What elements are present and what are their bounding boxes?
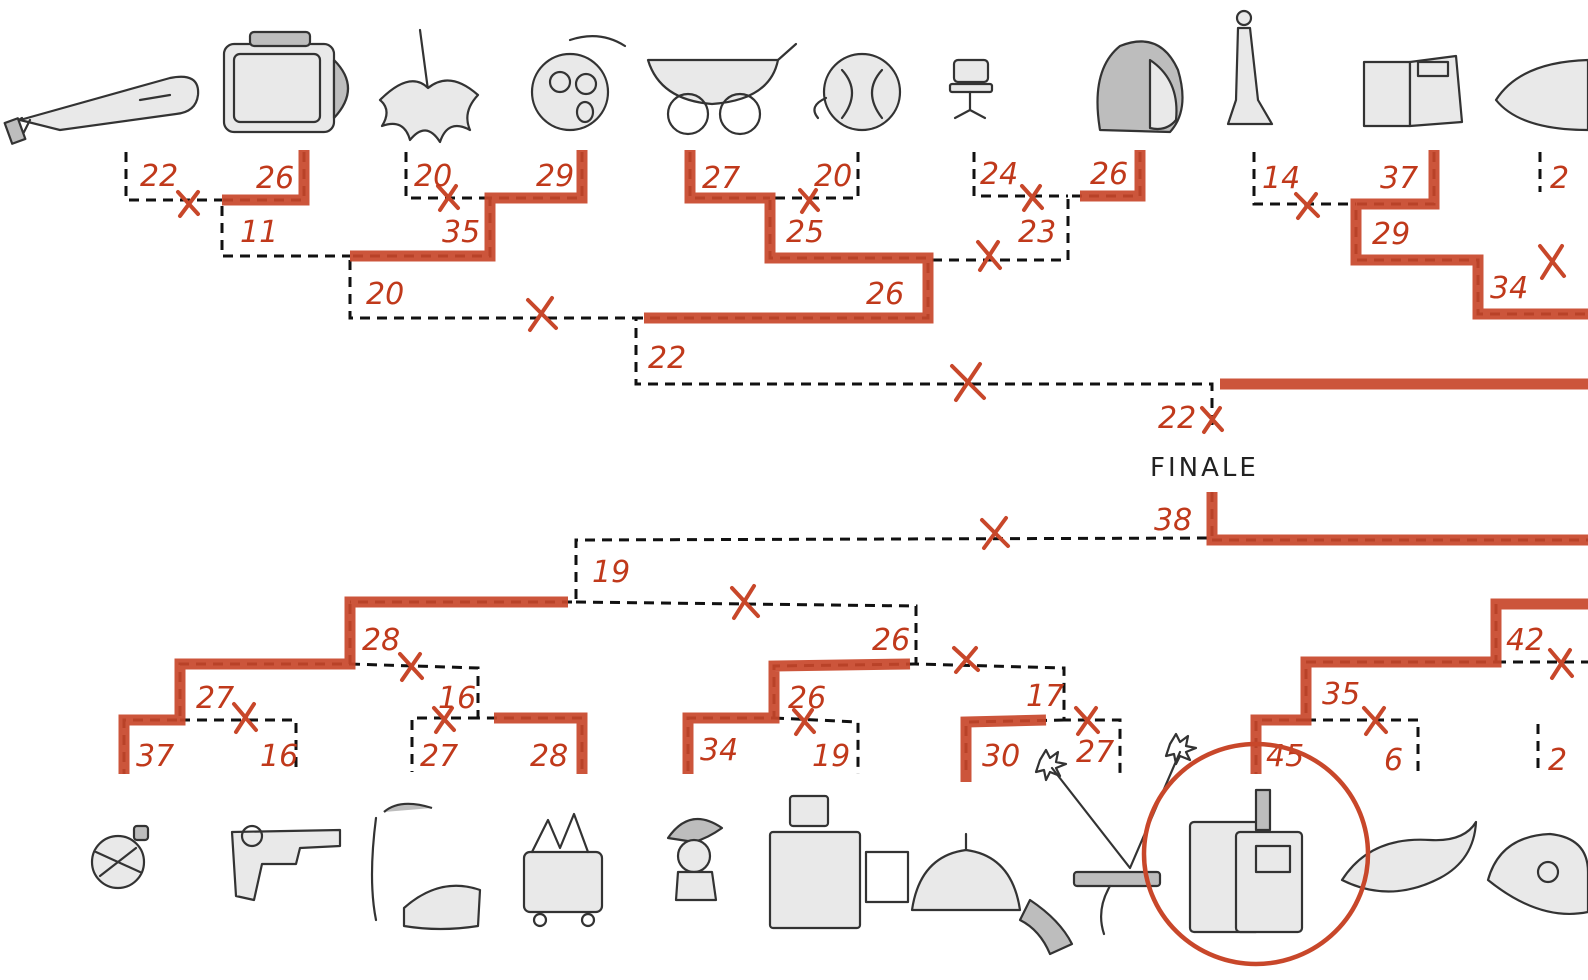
score-label: 30 <box>982 739 1020 774</box>
score-label: 11 <box>240 215 278 250</box>
loss-mark <box>526 296 558 332</box>
curly-wig-head-icon <box>1096 40 1184 134</box>
score-label: 35 <box>442 215 480 250</box>
score-label: 27 <box>196 681 234 716</box>
loss-mark <box>1538 244 1566 280</box>
score-label: 19 <box>592 555 630 590</box>
score-label: 27 <box>420 739 458 774</box>
computer-cabinet-icon <box>768 794 910 930</box>
loss-mark <box>398 652 424 682</box>
tree-stump-vine-icon <box>370 802 482 931</box>
highlight-circle <box>1141 741 1371 967</box>
score-label: 20 <box>814 159 852 194</box>
loss-mark <box>980 516 1010 550</box>
score-label: 29 <box>1372 217 1410 252</box>
score-label: 37 <box>136 739 174 774</box>
score-label: 20 <box>366 277 404 312</box>
loss-mark <box>1074 706 1100 736</box>
top-items-row <box>3 9 1588 145</box>
score-label: 22 <box>1158 401 1196 436</box>
score-label: 26 <box>872 623 910 658</box>
score-label: 26 <box>788 681 826 716</box>
swivel-chair-icon <box>948 58 994 120</box>
arcade-machine-icon <box>1188 788 1304 934</box>
whale-airship-icon <box>1340 820 1478 893</box>
score-label: 27 <box>1076 735 1114 770</box>
loss-mark <box>792 708 816 736</box>
bottom-loss-marks <box>232 516 1574 736</box>
score-label: 34 <box>1490 271 1528 306</box>
paper-bag-icon <box>1362 54 1464 128</box>
dome-rover-icon <box>910 832 1074 956</box>
loss-mark <box>1200 406 1224 434</box>
round-submarine-icon <box>1486 832 1588 916</box>
score-label: 29 <box>536 159 574 194</box>
feather-duster-icon <box>378 28 480 144</box>
score-label: 17 <box>1026 679 1064 714</box>
loss-mark <box>432 706 456 734</box>
score-label: 37 <box>1380 161 1418 196</box>
score-label: 20 <box>414 159 452 194</box>
score-label: 2 <box>1548 743 1567 778</box>
capsule-gadget-icon <box>1494 58 1588 132</box>
score-label: 28 <box>530 739 568 774</box>
loss-mark <box>176 190 200 218</box>
score-label: 27 <box>702 161 740 196</box>
top-scores: 22 26 20 29 27 20 24 26 14 37 2 11 35 25… <box>140 157 1569 436</box>
score-label: 26 <box>1090 157 1128 192</box>
bottom-winner-paths <box>118 492 1588 782</box>
score-label: 26 <box>256 161 294 196</box>
score-label: 42 <box>1506 623 1544 658</box>
loss-mark <box>1294 192 1320 220</box>
crt-television-icon <box>222 30 349 134</box>
top-winner-paths <box>222 150 1588 390</box>
loss-mark <box>1020 184 1044 212</box>
spring-launcher-icon <box>1050 750 1182 936</box>
loss-mark <box>952 646 980 674</box>
loss-mark <box>1548 648 1574 680</box>
loss-mark <box>232 702 258 734</box>
score-label: 25 <box>786 215 824 250</box>
score-label: 35 <box>1322 677 1360 712</box>
spark-decorations <box>1034 732 1198 782</box>
score-label: 6 <box>1384 743 1403 778</box>
top-loss-marks <box>176 184 1566 434</box>
lamp-bulb-icon <box>813 52 902 132</box>
score-label: 34 <box>700 733 738 768</box>
bottom-items-row <box>90 750 1588 956</box>
loss-mark <box>730 584 760 620</box>
loss-mark <box>976 240 1002 272</box>
loss-mark <box>1362 706 1388 736</box>
loss-mark <box>950 362 986 402</box>
score-label: 24 <box>980 157 1018 192</box>
cartoon-head-icon <box>530 35 627 132</box>
loss-mark <box>798 188 820 214</box>
score-label: 2 <box>1550 161 1569 196</box>
score-label: 28 <box>362 623 400 658</box>
mini-robot-cart-icon <box>522 812 604 928</box>
score-label: 23 <box>1018 215 1056 250</box>
score-label: 16 <box>438 681 476 716</box>
stroller-icon <box>646 42 798 136</box>
finale-label: FINALE <box>1150 453 1259 483</box>
score-label: 26 <box>866 277 904 312</box>
score-label: 16 <box>260 739 298 774</box>
dress-figurine-icon <box>1226 9 1274 126</box>
score-label: 22 <box>140 159 178 194</box>
score-label: 22 <box>648 341 686 376</box>
score-label: 14 <box>1262 161 1300 196</box>
score-label: 19 <box>812 739 850 774</box>
loss-mark <box>436 184 460 212</box>
smurf-character-icon <box>666 818 724 902</box>
score-label: 38 <box>1154 503 1192 538</box>
ray-gun-icon <box>230 824 342 902</box>
potion-bottle-icon <box>90 824 150 890</box>
hair-trimmer-icon <box>3 75 200 145</box>
